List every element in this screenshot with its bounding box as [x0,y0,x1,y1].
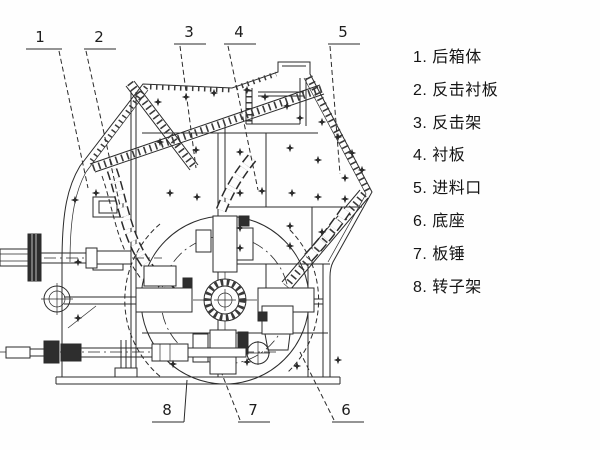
hammer-right [257,287,315,351]
callout-6: 6 [299,351,364,423]
legend-item-1: 1. 后箱体 [413,49,482,66]
legend-item-5: 5. 进料口 [413,180,482,198]
callout-3-label: 3 [184,23,194,41]
callout-7: 7 [221,373,270,423]
legend-item-7: 7. 板锤 [413,245,466,263]
callout-8-label: 8 [162,401,172,419]
callout-4-label: 4 [234,23,244,41]
callout-2-label: 2 [94,28,104,46]
hammer-left [135,265,193,313]
left-pivot-mark [41,283,73,315]
callout-5: 5 [328,23,360,175]
rotor-assembly [124,215,320,385]
tension-rods [0,233,280,378]
callout-4: 4 [224,23,259,191]
legend-item-2: 2. 反击衬板 [413,81,499,99]
callout-7-label: 7 [248,401,258,419]
callout-3: 3 [174,23,206,169]
hammer-top [195,215,254,273]
legend-item-8: 8. 转子架 [413,278,482,296]
callout-5-label: 5 [338,23,348,41]
upper-rod [0,233,162,282]
callout-2: 2 [84,28,121,207]
legend-item-4: 4. 衬板 [413,147,466,165]
callout-6-label: 6 [341,401,351,419]
callout-1: 1 [26,28,89,189]
legend-item-6: 6. 底座 [413,212,466,230]
callout-1-label: 1 [35,28,45,46]
callouts: 1 2 3 4 5 6 7 [26,23,364,423]
callout-8: 8 [152,379,188,423]
rotor-hub [203,278,247,322]
liner-chains [101,158,346,300]
legend-item-3: 3. 反击架 [413,114,482,132]
lower-rod [0,340,280,378]
base [55,376,341,385]
legend: 1. 后箱体 2. 反击衬板 3. 反击架 4. 衬板 5. 进料口 6. 底座… [413,42,593,304]
